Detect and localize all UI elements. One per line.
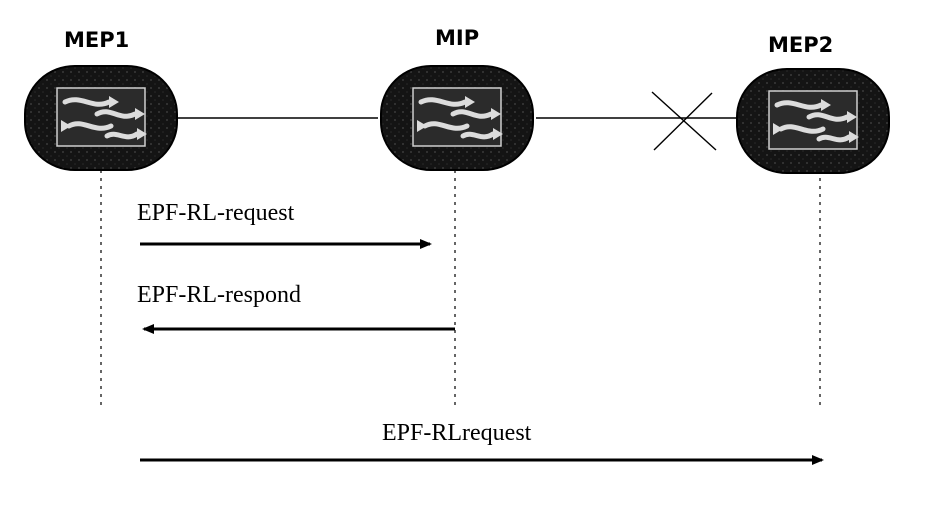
node-label-mep1: MEP1 [64,28,130,52]
router-icon [25,66,177,170]
link-break-cross-icon [651,91,717,151]
node-label-mep2: MEP2 [768,33,834,57]
message-label-respond: EPF-RL-respond [137,282,301,308]
node-label-mip: MIP [435,26,480,50]
router-icon [737,69,889,173]
message-label-request-2: EPF-RLrequest [382,420,532,446]
router-icon [381,66,533,170]
message-label-request-1: EPF-RL-request [137,200,295,226]
